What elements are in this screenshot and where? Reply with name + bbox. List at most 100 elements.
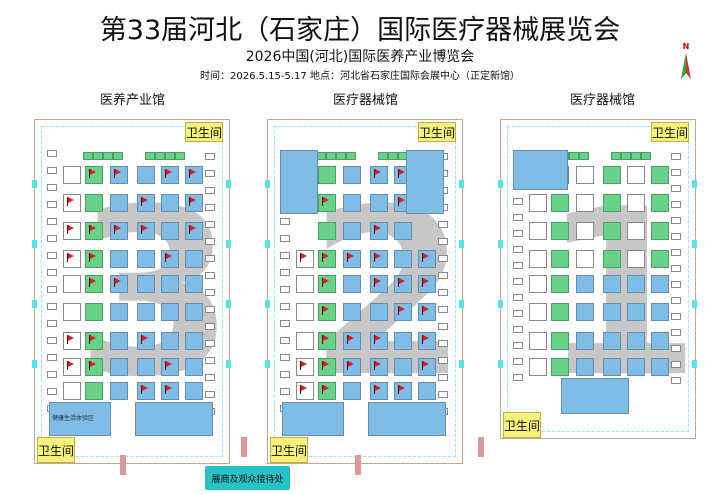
booth[interactable]	[627, 250, 645, 268]
booth[interactable]	[529, 194, 547, 212]
booth[interactable]	[651, 275, 669, 293]
booth[interactable]	[336, 152, 346, 160]
booth[interactable]	[438, 306, 448, 313]
booth[interactable]	[47, 303, 57, 310]
booth[interactable]	[513, 310, 523, 317]
booth[interactable]	[627, 332, 645, 350]
booth[interactable]	[47, 184, 57, 191]
booth[interactable]	[185, 275, 203, 293]
booth[interactable]	[205, 238, 215, 245]
booth[interactable]	[110, 332, 128, 350]
booth[interactable]	[85, 382, 103, 400]
booth[interactable]	[47, 201, 57, 208]
booth[interactable]	[651, 250, 669, 268]
booth[interactable]	[326, 152, 336, 160]
booth[interactable]	[205, 357, 215, 364]
booth[interactable]	[627, 275, 645, 293]
booth[interactable]	[280, 371, 290, 378]
booth[interactable]	[671, 153, 681, 160]
booth[interactable]: 健康生活体验区	[49, 402, 111, 436]
booth[interactable]	[529, 222, 547, 240]
booth[interactable]	[603, 194, 621, 212]
booth[interactable]	[513, 246, 523, 253]
booth[interactable]	[627, 166, 645, 184]
booth[interactable]	[280, 150, 318, 214]
booth[interactable]	[576, 166, 594, 184]
booth[interactable]	[343, 222, 361, 240]
booth[interactable]	[418, 382, 436, 400]
booth[interactable]	[47, 150, 57, 157]
booth[interactable]	[145, 152, 155, 160]
booth[interactable]	[579, 152, 589, 160]
booth[interactable]	[93, 152, 103, 160]
booth[interactable]	[135, 402, 213, 436]
booth[interactable]	[603, 275, 621, 293]
booth[interactable]	[47, 371, 57, 378]
booth[interactable]	[603, 222, 621, 240]
booth[interactable]	[671, 265, 681, 272]
booth[interactable]	[671, 329, 681, 336]
booth[interactable]	[280, 218, 290, 225]
booth[interactable]	[551, 275, 569, 293]
booth[interactable]	[155, 152, 165, 160]
booth[interactable]	[611, 152, 621, 160]
booth[interactable]	[671, 345, 681, 352]
booth[interactable]	[627, 303, 645, 321]
booth[interactable]	[513, 214, 523, 221]
booth[interactable]	[47, 354, 57, 361]
booth[interactable]	[110, 358, 128, 376]
booth[interactable]	[513, 374, 523, 381]
booth[interactable]	[47, 320, 57, 327]
booth[interactable]	[343, 166, 361, 184]
booth[interactable]	[576, 194, 594, 212]
booth[interactable]	[282, 402, 344, 436]
booth[interactable]	[388, 152, 398, 160]
booth[interactable]	[438, 374, 448, 381]
booth[interactable]	[137, 358, 155, 376]
booth[interactable]	[551, 303, 569, 321]
booth[interactable]	[438, 272, 448, 279]
booth[interactable]	[651, 194, 669, 212]
booth[interactable]	[394, 222, 412, 240]
booth[interactable]	[296, 275, 314, 293]
booth[interactable]	[603, 358, 621, 376]
booth[interactable]	[205, 170, 215, 177]
booth[interactable]	[280, 252, 290, 259]
booth[interactable]	[513, 198, 523, 205]
booth[interactable]	[161, 222, 179, 240]
booth[interactable]	[569, 152, 579, 160]
booth[interactable]	[438, 289, 448, 296]
booth[interactable]	[406, 150, 444, 214]
booth[interactable]	[137, 166, 155, 184]
booth[interactable]	[370, 194, 388, 212]
booth[interactable]	[603, 303, 621, 321]
booth[interactable]	[280, 388, 290, 395]
booth[interactable]	[280, 320, 290, 327]
booth[interactable]	[603, 332, 621, 350]
booth[interactable]	[161, 332, 179, 350]
booth[interactable]	[561, 378, 629, 414]
booth[interactable]	[185, 250, 203, 268]
booth[interactable]	[438, 323, 448, 330]
booth[interactable]	[603, 166, 621, 184]
booth[interactable]	[47, 235, 57, 242]
booth[interactable]	[438, 357, 448, 364]
booth[interactable]	[551, 358, 569, 376]
booth[interactable]	[63, 275, 81, 293]
booth[interactable]	[83, 152, 93, 160]
booth[interactable]	[137, 303, 155, 321]
booth[interactable]	[513, 150, 568, 190]
booth[interactable]	[280, 354, 290, 361]
booth[interactable]	[438, 391, 448, 398]
booth[interactable]	[63, 166, 81, 184]
booth[interactable]	[513, 262, 523, 269]
booth[interactable]	[513, 326, 523, 333]
booth[interactable]	[378, 152, 388, 160]
booth[interactable]	[205, 289, 215, 296]
booth[interactable]	[185, 358, 203, 376]
booth[interactable]	[576, 250, 594, 268]
booth[interactable]	[343, 303, 361, 321]
booth[interactable]	[394, 332, 412, 350]
booth[interactable]	[205, 306, 215, 313]
booth[interactable]	[671, 313, 681, 320]
